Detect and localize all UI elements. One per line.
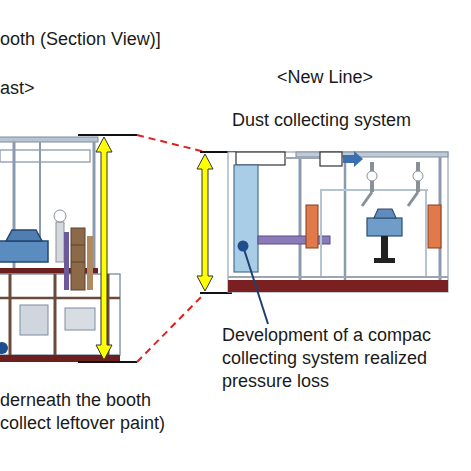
- car-body: [367, 218, 402, 236]
- collector-head: [236, 152, 285, 165]
- pit-leg: [54, 274, 57, 355]
- robot-joint: [367, 171, 377, 181]
- booth-column: [344, 157, 347, 280]
- roof-beam: [0, 137, 98, 142]
- callout-note: Development of a compac collecting syste…: [222, 324, 436, 393]
- booth-column: [39, 142, 41, 240]
- wall-panel: [87, 236, 93, 290]
- robot-arm: [362, 192, 372, 206]
- booth-column: [299, 157, 302, 280]
- height-arrow: [197, 154, 213, 291]
- booth-door: [306, 205, 318, 248]
- robot-joint: [413, 171, 423, 181]
- comparison-line: [137, 135, 205, 152]
- dimension-line: [78, 361, 137, 363]
- diagram-title: ooth (Section View)]: [0, 28, 260, 51]
- booth-floor: [228, 280, 448, 292]
- section-tag: ast>: [0, 77, 100, 100]
- suction-duct: [258, 236, 330, 244]
- dimension-line: [78, 134, 137, 136]
- wall-panel: [64, 232, 69, 290]
- booth-outline: [228, 152, 448, 292]
- new-booth: [228, 151, 448, 324]
- car-cabin: [374, 209, 396, 218]
- comparison-line: [137, 293, 205, 362]
- section-tag: <New Line>: [277, 66, 437, 89]
- booth-wall: [425, 190, 427, 276]
- car-stand: [374, 258, 395, 263]
- robot-arm: [56, 222, 64, 262]
- roof-beam: [296, 152, 448, 157]
- pit-leg: [9, 274, 12, 355]
- past-booth: [0, 137, 120, 362]
- part-label: Dust collecting system: [232, 109, 467, 132]
- pit-machine: [65, 308, 95, 330]
- panel-stripe: [71, 262, 85, 263]
- car-cabin: [6, 230, 42, 241]
- exhaust-duct: [285, 157, 320, 159]
- dimension-line: [200, 292, 232, 294]
- robot-head: [54, 210, 66, 222]
- leader-dot: [238, 241, 249, 252]
- pit-machine: [20, 305, 48, 335]
- leader-dot: [0, 342, 8, 354]
- booth-door: [428, 205, 441, 248]
- callout-note: derneath the booth collect leftover pain…: [0, 389, 172, 435]
- car-stand: [381, 236, 388, 260]
- exhaust-arrow: [343, 151, 363, 167]
- car-body: [0, 241, 48, 262]
- wall-panel: [71, 228, 85, 290]
- height-arrow: [96, 137, 112, 360]
- floor-grating: [228, 276, 448, 278]
- panel-stripe: [71, 245, 85, 246]
- robot-arm: [408, 192, 418, 206]
- exhaust-fan: [320, 152, 342, 166]
- leader-line: [243, 246, 268, 324]
- booth-wall: [320, 190, 322, 276]
